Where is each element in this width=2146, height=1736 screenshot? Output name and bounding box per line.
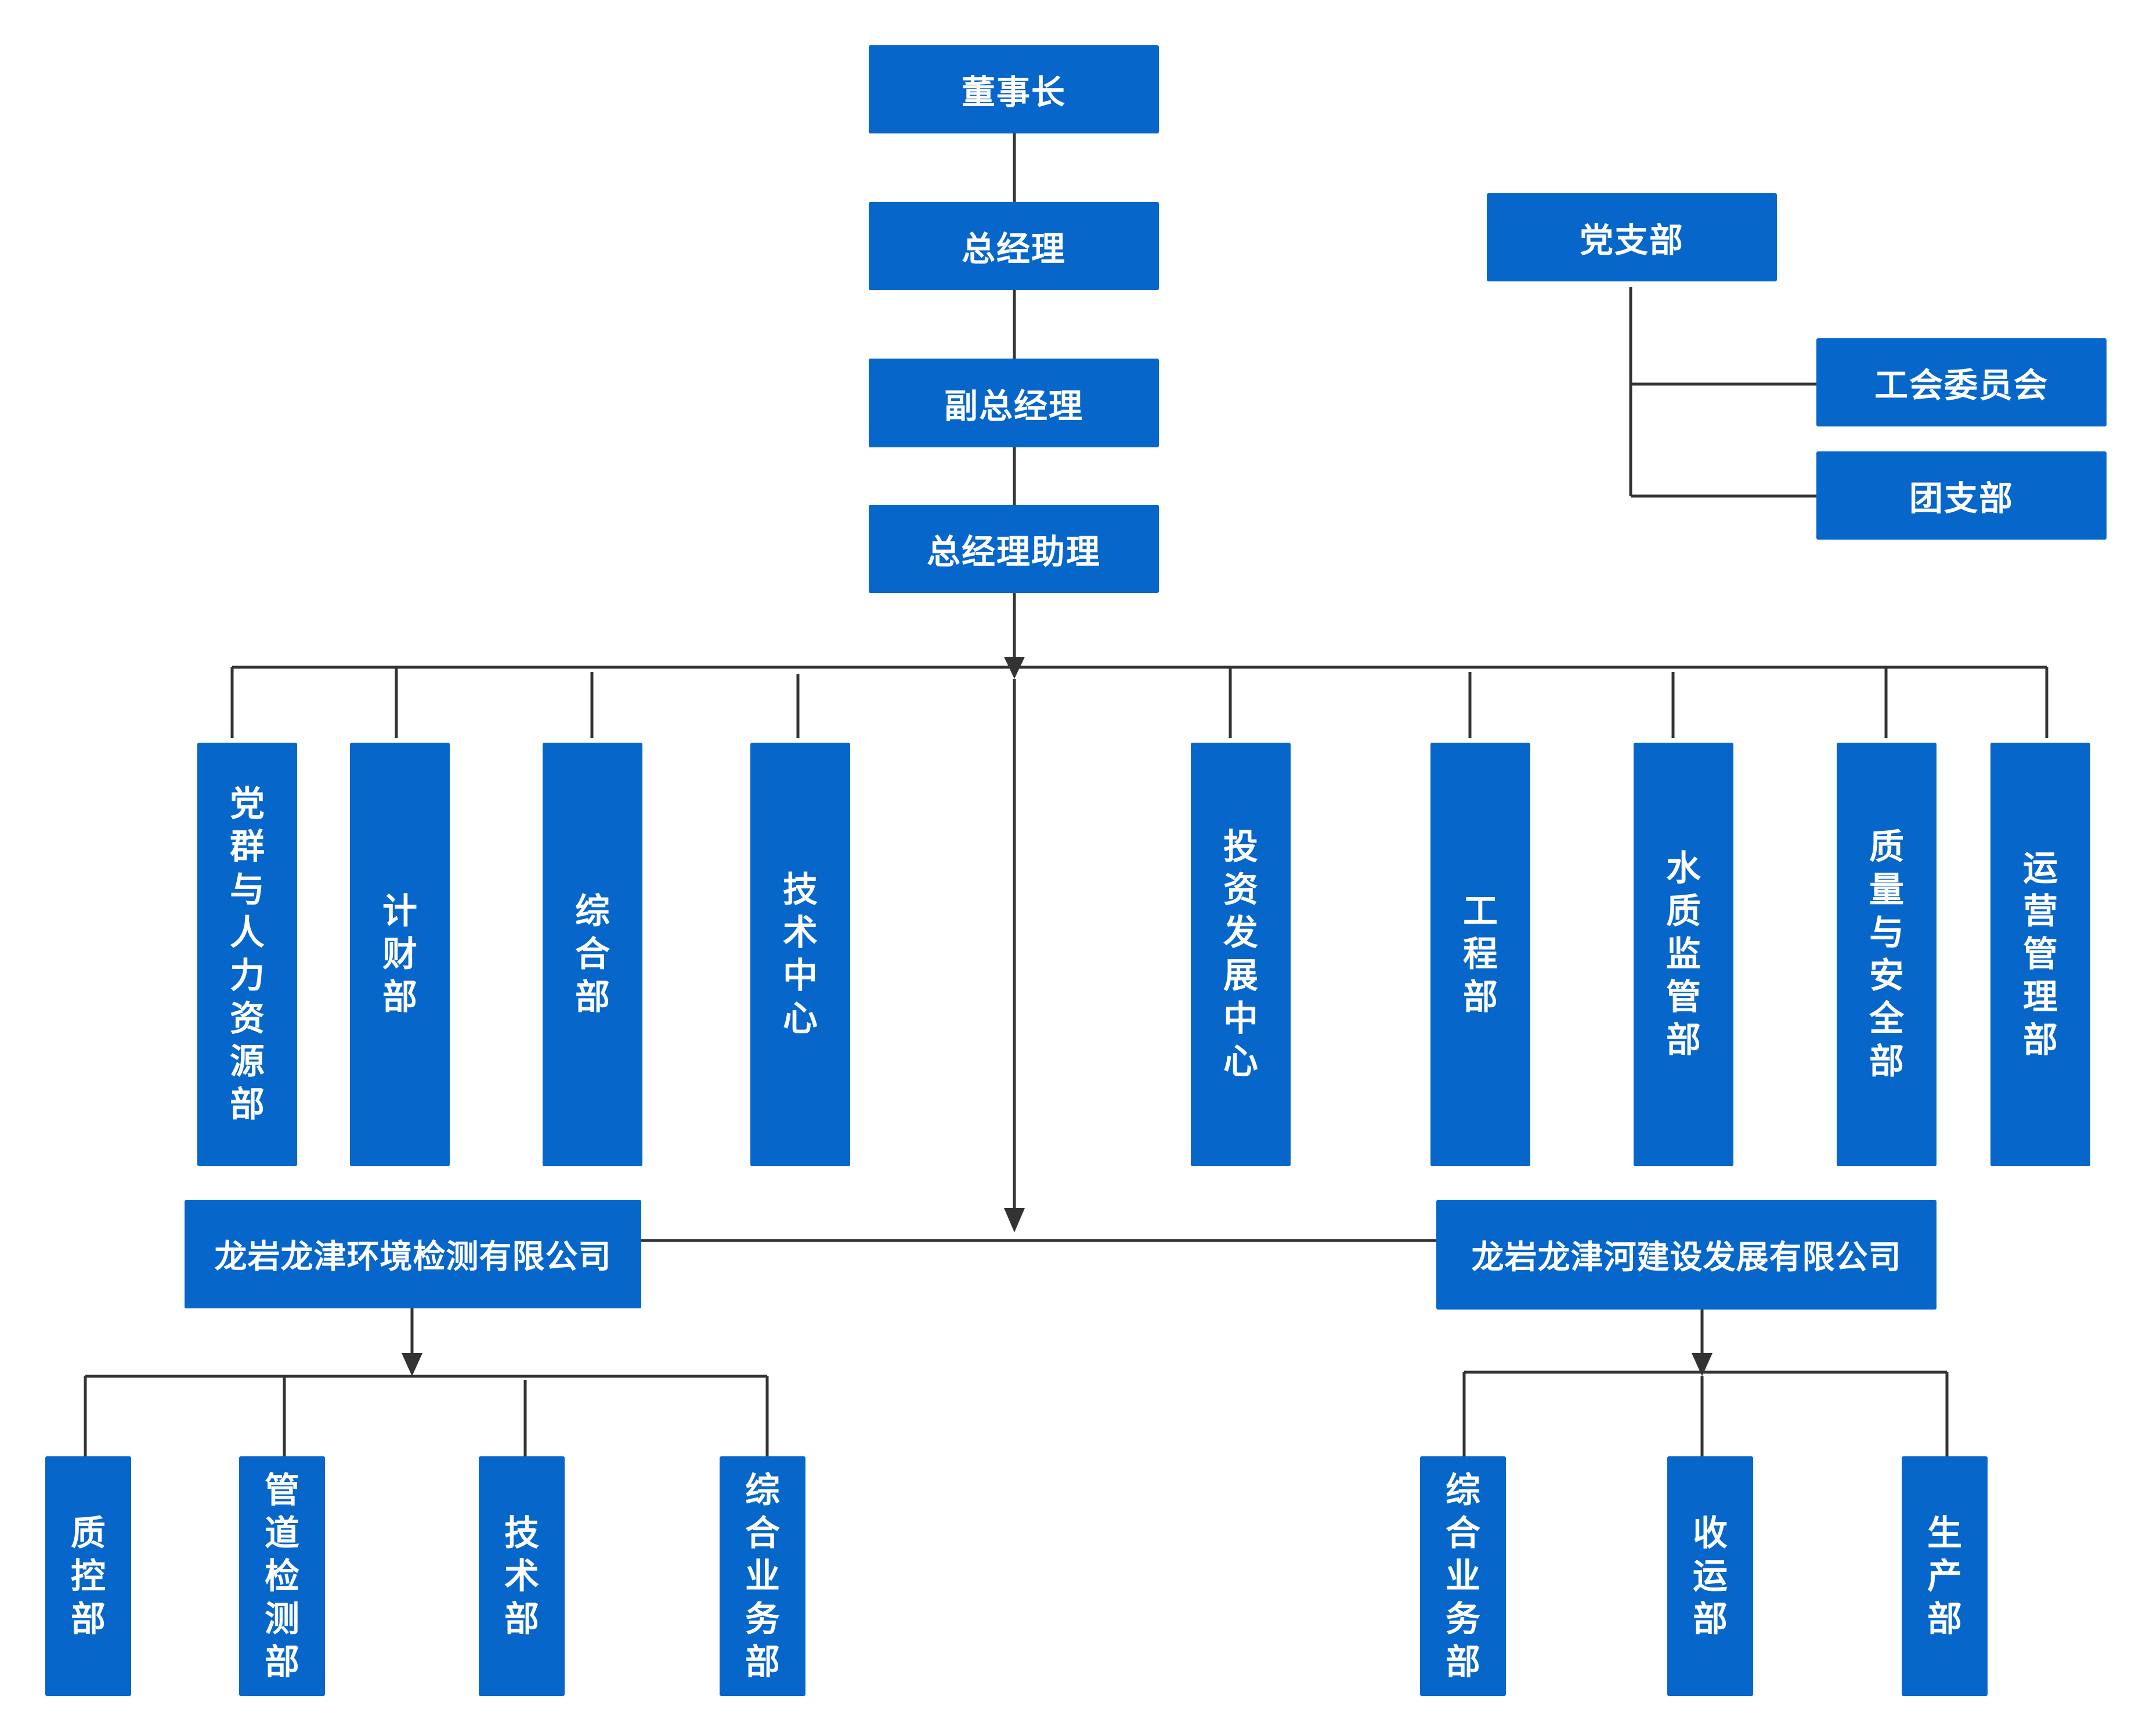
node-dept-party-hr: 党群与人力资源部 xyxy=(197,743,297,1166)
node-youth-league-branch: 团支部 xyxy=(1816,451,2107,540)
node-subsidiary-right: 龙岩龙津河建设发展有限公司 xyxy=(1436,1200,1937,1310)
node-right-dept-general-business: 综合业务部 xyxy=(1420,1456,1506,1696)
node-dept-general-affairs-label: 综合部 xyxy=(575,891,610,1018)
node-chairman-label: 董事长 xyxy=(961,73,1066,112)
node-left-dept-quality-control: 质控部 xyxy=(45,1456,131,1696)
node-left-dept-general-business: 综合业务部 xyxy=(720,1456,805,1696)
arrow-head-right-sub xyxy=(1692,1353,1713,1376)
node-right-dept-production: 生产部 xyxy=(1902,1456,1988,1696)
node-dept-quality-safety: 质量与安全部 xyxy=(1837,743,1937,1166)
node-dept-engineering: 工程部 xyxy=(1430,743,1530,1166)
node-left-dept-technology: 技术部 xyxy=(479,1456,565,1696)
node-dept-finance: 计财部 xyxy=(350,743,450,1166)
node-deputy-general-manager: 副总经理 xyxy=(869,359,1159,447)
node-subsidiary-left-label: 龙岩龙津环境检测有限公司 xyxy=(214,1238,612,1276)
node-subsidiary-right-label: 龙岩龙津河建设发展有限公司 xyxy=(1471,1239,1902,1276)
node-general-manager-label: 总经理 xyxy=(961,229,1066,269)
node-dept-operations: 运营管理部 xyxy=(1990,743,2090,1166)
node-dept-engineering-label: 工程部 xyxy=(1463,891,1498,1018)
node-union-committee-label: 工会委员会 xyxy=(1874,366,2049,405)
node-right-dept-collection-label: 收运部 xyxy=(1693,1513,1728,1640)
node-dept-operations-label: 运营管理部 xyxy=(2023,848,2058,1061)
node-dept-party-hr-label: 党群与人力资源部 xyxy=(230,784,265,1125)
node-deputy-general-manager-label: 副总经理 xyxy=(944,386,1083,426)
node-right-dept-collection: 收运部 xyxy=(1667,1456,1753,1696)
node-dept-investment: 投资发展中心 xyxy=(1191,743,1291,1166)
node-right-dept-general-business-label: 综合业务部 xyxy=(1446,1470,1480,1683)
node-dept-finance-label: 计财部 xyxy=(382,891,417,1018)
node-left-dept-pipeline-inspection: 管道检测部 xyxy=(239,1456,325,1696)
node-dept-tech-center-label: 技术中心 xyxy=(783,870,818,1039)
node-left-dept-pipeline-inspection-label: 管道检测部 xyxy=(265,1470,299,1683)
node-dept-investment-label: 投资发展中心 xyxy=(1223,827,1258,1082)
node-left-dept-quality-control-label: 质控部 xyxy=(71,1513,106,1640)
node-dept-water-quality: 水质监管部 xyxy=(1634,743,1733,1166)
node-dept-water-quality-label: 水质监管部 xyxy=(1666,848,1701,1061)
node-left-dept-technology-label: 技术部 xyxy=(504,1513,539,1640)
node-left-dept-general-business-label: 综合业务部 xyxy=(745,1470,780,1683)
node-party-branch: 党支部 xyxy=(1487,193,1777,281)
arrow-head-trunk xyxy=(1004,1208,1025,1232)
node-assistant-general-manager-label: 总经理助理 xyxy=(926,532,1101,572)
node-party-branch-label: 党支部 xyxy=(1579,220,1684,260)
node-dept-general-affairs: 综合部 xyxy=(543,743,642,1166)
arrow-head-left-sub xyxy=(402,1353,422,1376)
node-subsidiary-left: 龙岩龙津环境检测有限公司 xyxy=(185,1200,641,1308)
node-dept-quality-safety-label: 质量与安全部 xyxy=(1869,827,1904,1082)
node-chairman: 董事长 xyxy=(869,45,1159,133)
node-right-dept-production-label: 生产部 xyxy=(1927,1513,1962,1640)
node-assistant-general-manager: 总经理助理 xyxy=(869,505,1159,593)
node-dept-tech-center: 技术中心 xyxy=(750,743,850,1166)
node-union-committee: 工会委员会 xyxy=(1816,338,2107,426)
node-youth-league-branch-label: 团支部 xyxy=(1909,479,2014,518)
node-general-manager: 总经理 xyxy=(869,202,1159,290)
